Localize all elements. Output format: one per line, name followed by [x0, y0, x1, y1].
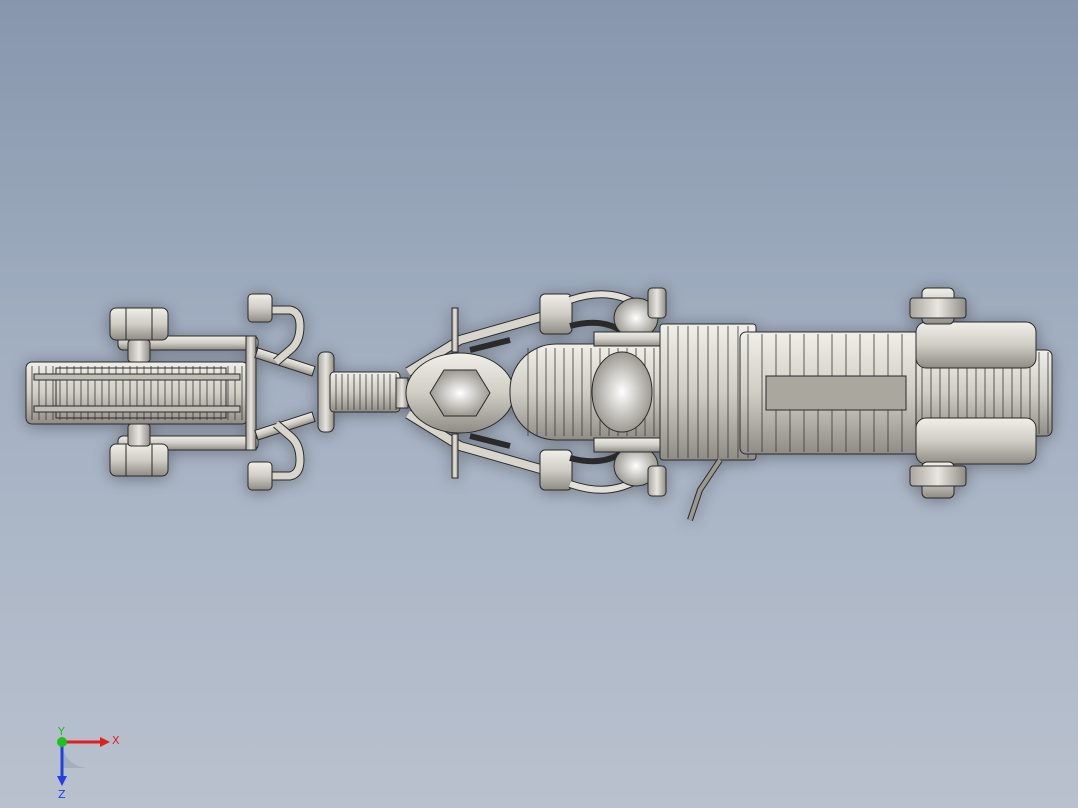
x-axis-head — [100, 737, 110, 747]
front-axle-nut-top[interactable] — [109, 307, 169, 363]
x-axis-label: X — [112, 734, 120, 747]
handlebar-bottom[interactable] — [247, 420, 305, 491]
handlebar-top[interactable] — [247, 293, 305, 366]
front-wheel[interactable] — [25, 361, 249, 425]
y-axis-dot — [57, 737, 67, 747]
frame-rails[interactable] — [405, 311, 546, 475]
z-axis-head — [57, 776, 67, 786]
engine-rocker-bottom[interactable] — [539, 445, 667, 497]
swingarm[interactable] — [739, 331, 921, 455]
rear-fender-bottom[interactable] — [909, 417, 1037, 499]
front-axle-nut-bottom[interactable] — [109, 423, 169, 477]
z-axis-label: Z — [58, 788, 66, 800]
engine-rocker-top[interactable] — [539, 287, 667, 339]
seat-mount[interactable] — [659, 323, 757, 461]
cable — [687, 458, 723, 521]
neck-plate[interactable] — [405, 307, 515, 479]
coordinate-triad: X Y Z — [57, 725, 120, 800]
rear-fender-top[interactable] — [909, 287, 1037, 369]
steering-head[interactable] — [317, 351, 409, 433]
y-axis-label: Y — [57, 725, 65, 738]
